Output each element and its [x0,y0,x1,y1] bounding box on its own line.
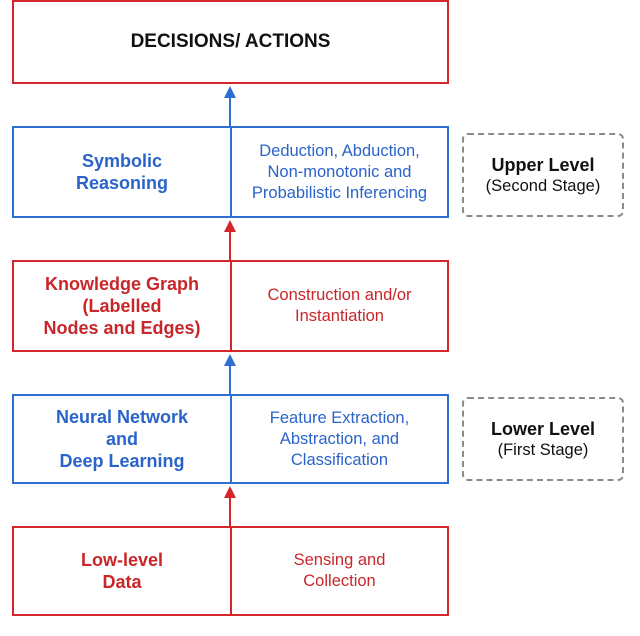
layer-description: Feature Extraction, Abstraction, and Cla… [269,408,410,469]
decisions-actions-label: DECISIONS/ ACTIONS [130,31,331,52]
layer-description: Deduction, Abduction, Non-monotonic and … [251,141,428,202]
layer-description: Sensing and Collection [293,551,386,590]
arrow-up-icon [224,354,236,394]
knowledge-graph-layer: Knowledge Graph (Labelled Nodes and Edge… [12,260,449,352]
neural-network-layer: Neural Network and Deep Learning Feature… [12,394,449,484]
layer-title: Neural Network and Deep Learning [55,407,189,471]
lower-level-box: Lower Level (First Stage) [462,397,624,481]
layer-title: Low-level Data [80,550,164,592]
level-title: Upper Level [491,154,595,175]
layer-divider [230,128,232,216]
arrow-up-icon [224,486,236,526]
layer-divider [230,262,232,350]
upper-level-box: Upper Level (Second Stage) [462,133,624,217]
layer-divider [230,396,232,482]
level-subtitle: (Second Stage) [485,176,601,195]
level-subtitle: (First Stage) [497,440,589,459]
level-title: Lower Level [490,418,596,439]
layer-description: Construction and/or Instantiation [267,286,412,325]
arrow-up-icon [224,86,236,126]
decisions-actions-box: DECISIONS/ ACTIONS [12,0,449,84]
low-level-data-layer: Low-level Data Sensing and Collection [12,526,449,616]
layer-title: Symbolic Reasoning [75,151,168,193]
arrow-up-icon [224,220,236,260]
layer-title: Knowledge Graph (Labelled Nodes and Edge… [43,274,201,338]
symbolic-reasoning-layer: Symbolic Reasoning Deduction, Abduction,… [12,126,449,218]
layer-divider [230,528,232,614]
